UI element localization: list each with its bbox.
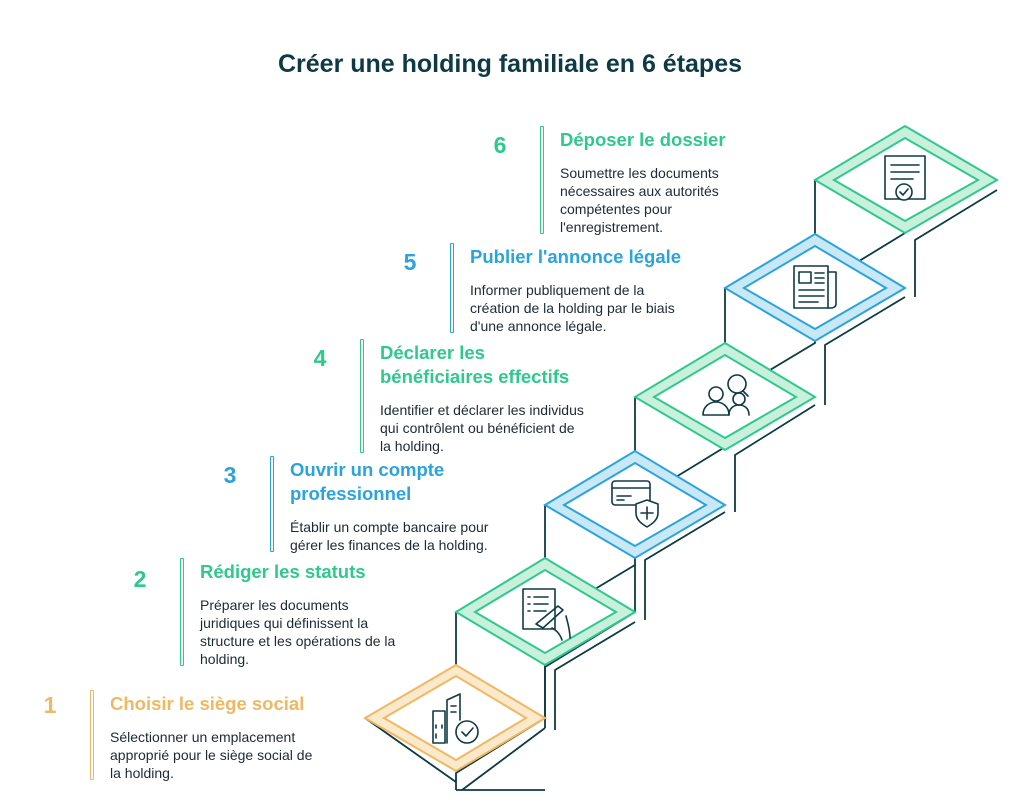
- step-1-bar: [90, 690, 94, 780]
- step-1-line: la holding.: [110, 765, 174, 781]
- step-4-bar: [360, 339, 364, 453]
- step-2-bar: [180, 558, 184, 666]
- people-search-icon: [702, 374, 750, 416]
- step-6-line: Soumettre les documents: [560, 165, 719, 181]
- step-3-number: 3: [223, 462, 237, 488]
- step-6-description: Soumettre les documents nécessaires aux …: [560, 164, 800, 236]
- stair-tile-4: [633, 341, 817, 452]
- step-4-number: 4: [313, 345, 327, 371]
- step-5-line: création de la holding par le biais: [470, 300, 675, 316]
- step-4-description: Identifier et déclarer les individus qui…: [380, 401, 620, 455]
- step-4-line: Identifier et déclarer les individus: [380, 402, 584, 418]
- step-6-line: l'enregistrement.: [560, 219, 664, 235]
- step-5-bar: [450, 243, 454, 333]
- step-3-heading: Ouvrir un compte professionnel: [290, 458, 444, 506]
- step-2-line: juridiques qui définissent la: [200, 615, 369, 631]
- stair-tile-1: [363, 663, 547, 773]
- step-2-description: Préparer les documents juridiques qui dé…: [200, 596, 440, 668]
- building-check-icon: [432, 693, 479, 744]
- step-6-bar: [540, 126, 544, 234]
- step-6-heading: Déposer le dossier: [560, 129, 726, 150]
- step-3-line: gérer les finances de la holding.: [290, 537, 488, 553]
- certificate-icon: [884, 155, 926, 201]
- step-5-heading: Publier l'annonce légale: [470, 246, 682, 267]
- step-4-line: la holding.: [380, 438, 444, 454]
- step-5-line: d'une annonce légale.: [470, 318, 607, 334]
- card-shield-icon: [611, 480, 659, 528]
- step-4-heading: Déclarer les bénéficiaires effectifs: [380, 341, 569, 389]
- step-3-line: Établir un compte bancaire pour: [290, 519, 489, 535]
- step-2-line: structure et les opérations de la: [200, 633, 396, 649]
- step-5-number: 5: [403, 249, 417, 275]
- step-1-description: Sélectionner un emplacement approprié po…: [110, 728, 350, 782]
- step-2-line: holding.: [200, 651, 250, 667]
- step-5-line: Informer publiquement de la: [470, 282, 645, 298]
- step-1-number: 1: [43, 692, 57, 718]
- stair-tile-5: [723, 232, 907, 343]
- newspaper-icon: [793, 265, 837, 309]
- step-2-number: 2: [133, 566, 147, 592]
- step-4-heading-line: bénéficiaires effectifs: [380, 366, 570, 387]
- step-1-heading: Choisir le siège social: [110, 693, 305, 714]
- document-pen-icon: [522, 588, 571, 641]
- step-1-line: approprié pour le siège social de: [110, 747, 313, 763]
- step-6-number: 6: [493, 132, 507, 158]
- step-3-description: Établir un compte bancaire pour gérer le…: [290, 518, 530, 554]
- step-6-line: nécessaires aux autorités: [560, 183, 719, 199]
- step-6-line: compétentes pour: [560, 201, 673, 217]
- step-3-heading-line: Ouvrir un compte: [290, 459, 445, 480]
- step-2-heading: Rédiger les statuts: [200, 561, 366, 582]
- step-3-bar: [270, 456, 274, 552]
- step-1-line: Sélectionner un emplacement: [110, 729, 296, 745]
- step-2-line: Préparer les documents: [200, 597, 349, 613]
- step-5-description: Informer publiquement de la création de …: [470, 281, 710, 335]
- step-4-heading-line: Déclarer les: [380, 342, 485, 363]
- step-4-line: qui contrôlent ou bénéficient de: [380, 420, 575, 436]
- diagram-title: Créer une holding familiale en 6 étapes: [277, 50, 743, 78]
- step-3-heading-line: professionnel: [290, 483, 412, 504]
